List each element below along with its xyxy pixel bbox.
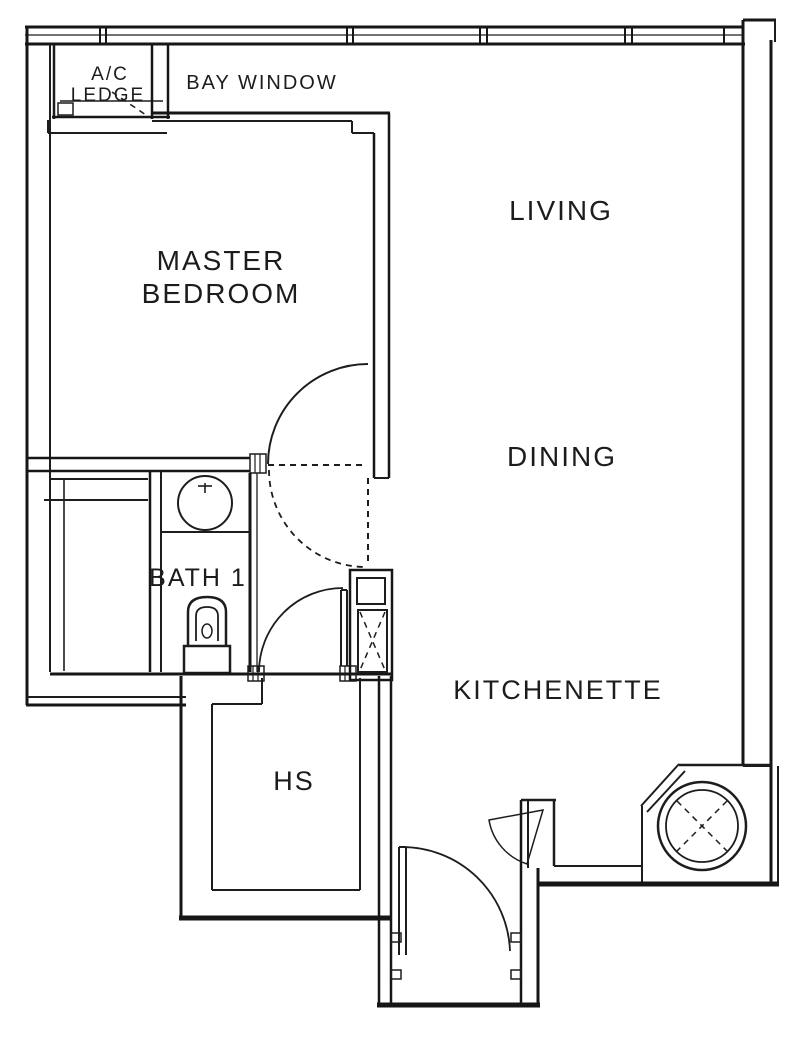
household-shelter-label: HS (273, 766, 315, 796)
bath-label: BATH 1 (149, 564, 247, 592)
entry-jamb-notch (510, 969, 522, 980)
jamb-box (249, 453, 267, 474)
kitchenette-label: KITCHENETTE (453, 675, 663, 705)
living-label: LIVING (509, 195, 613, 226)
duct-x-box (357, 609, 388, 673)
duct-top-box (356, 577, 386, 605)
room-labels: A/C LEDGE BAY WINDOW MASTER BEDROOM LIVI… (71, 64, 663, 796)
household-shelter (179, 676, 392, 921)
counter-diagonal (640, 763, 680, 807)
bay-window (152, 111, 390, 134)
kitchen-sink-icon (656, 780, 748, 872)
counter-diagonal (646, 770, 686, 813)
bedroom-living-partition (372, 113, 391, 479)
top-window-band (25, 25, 745, 46)
cabinet-door-fan (488, 809, 545, 865)
entry-door (398, 846, 511, 955)
toilet-icon (182, 595, 232, 675)
toilet-cistern (182, 644, 232, 675)
duct-x-line (359, 611, 386, 671)
ac-ledge-detail-box (57, 102, 74, 116)
toilet-bowl-outer (186, 595, 228, 646)
doors-hallway (267, 363, 369, 568)
wardrobe-lines (44, 478, 148, 671)
corridor-door-arc (258, 587, 344, 673)
toilet-drain (201, 623, 213, 639)
door-jamb (249, 453, 267, 474)
bath-door-arc-dashed (268, 469, 367, 568)
entry-jamb-notch (390, 969, 402, 980)
wash-basin-icon (177, 475, 233, 531)
duct-outer (348, 568, 394, 682)
kitchenette-counter (488, 763, 779, 887)
ac-ledge (47, 45, 170, 134)
toilet-bowl-inner (195, 606, 219, 641)
door-jamb (247, 665, 265, 682)
ac-ledge-label-line2: LEDGE (71, 85, 145, 106)
ac-ledge-label-line1: A/C (91, 64, 129, 85)
entry-jamb-notch (510, 932, 522, 943)
window-mullions (99, 27, 725, 44)
entry-door-arc (401, 846, 511, 952)
corridor-door (258, 587, 348, 673)
master-bedroom-label-line1: MASTER (157, 245, 286, 276)
bath (44, 472, 392, 682)
ac-ledge-dashed-leader (111, 91, 150, 118)
bedroom-bath-divider (27, 453, 267, 474)
sink-inner-rim (665, 789, 739, 863)
bay-window-label: BAY WINDOW (186, 72, 337, 94)
basin-bowl (177, 475, 233, 531)
duct-x-line (359, 611, 386, 671)
bedroom-door-arc (267, 363, 369, 465)
jamb-box (247, 665, 265, 682)
sink-outer-rim (656, 780, 748, 872)
entrance-corridor (377, 676, 540, 1008)
exterior-walls (25, 18, 779, 884)
master-bedroom-label-line2: BEDROOM (142, 278, 301, 309)
entry-jamb-notch (390, 932, 402, 943)
sink-cross-line (676, 800, 728, 852)
dining-label: DINING (507, 441, 617, 472)
service-duct-icon (348, 568, 394, 682)
